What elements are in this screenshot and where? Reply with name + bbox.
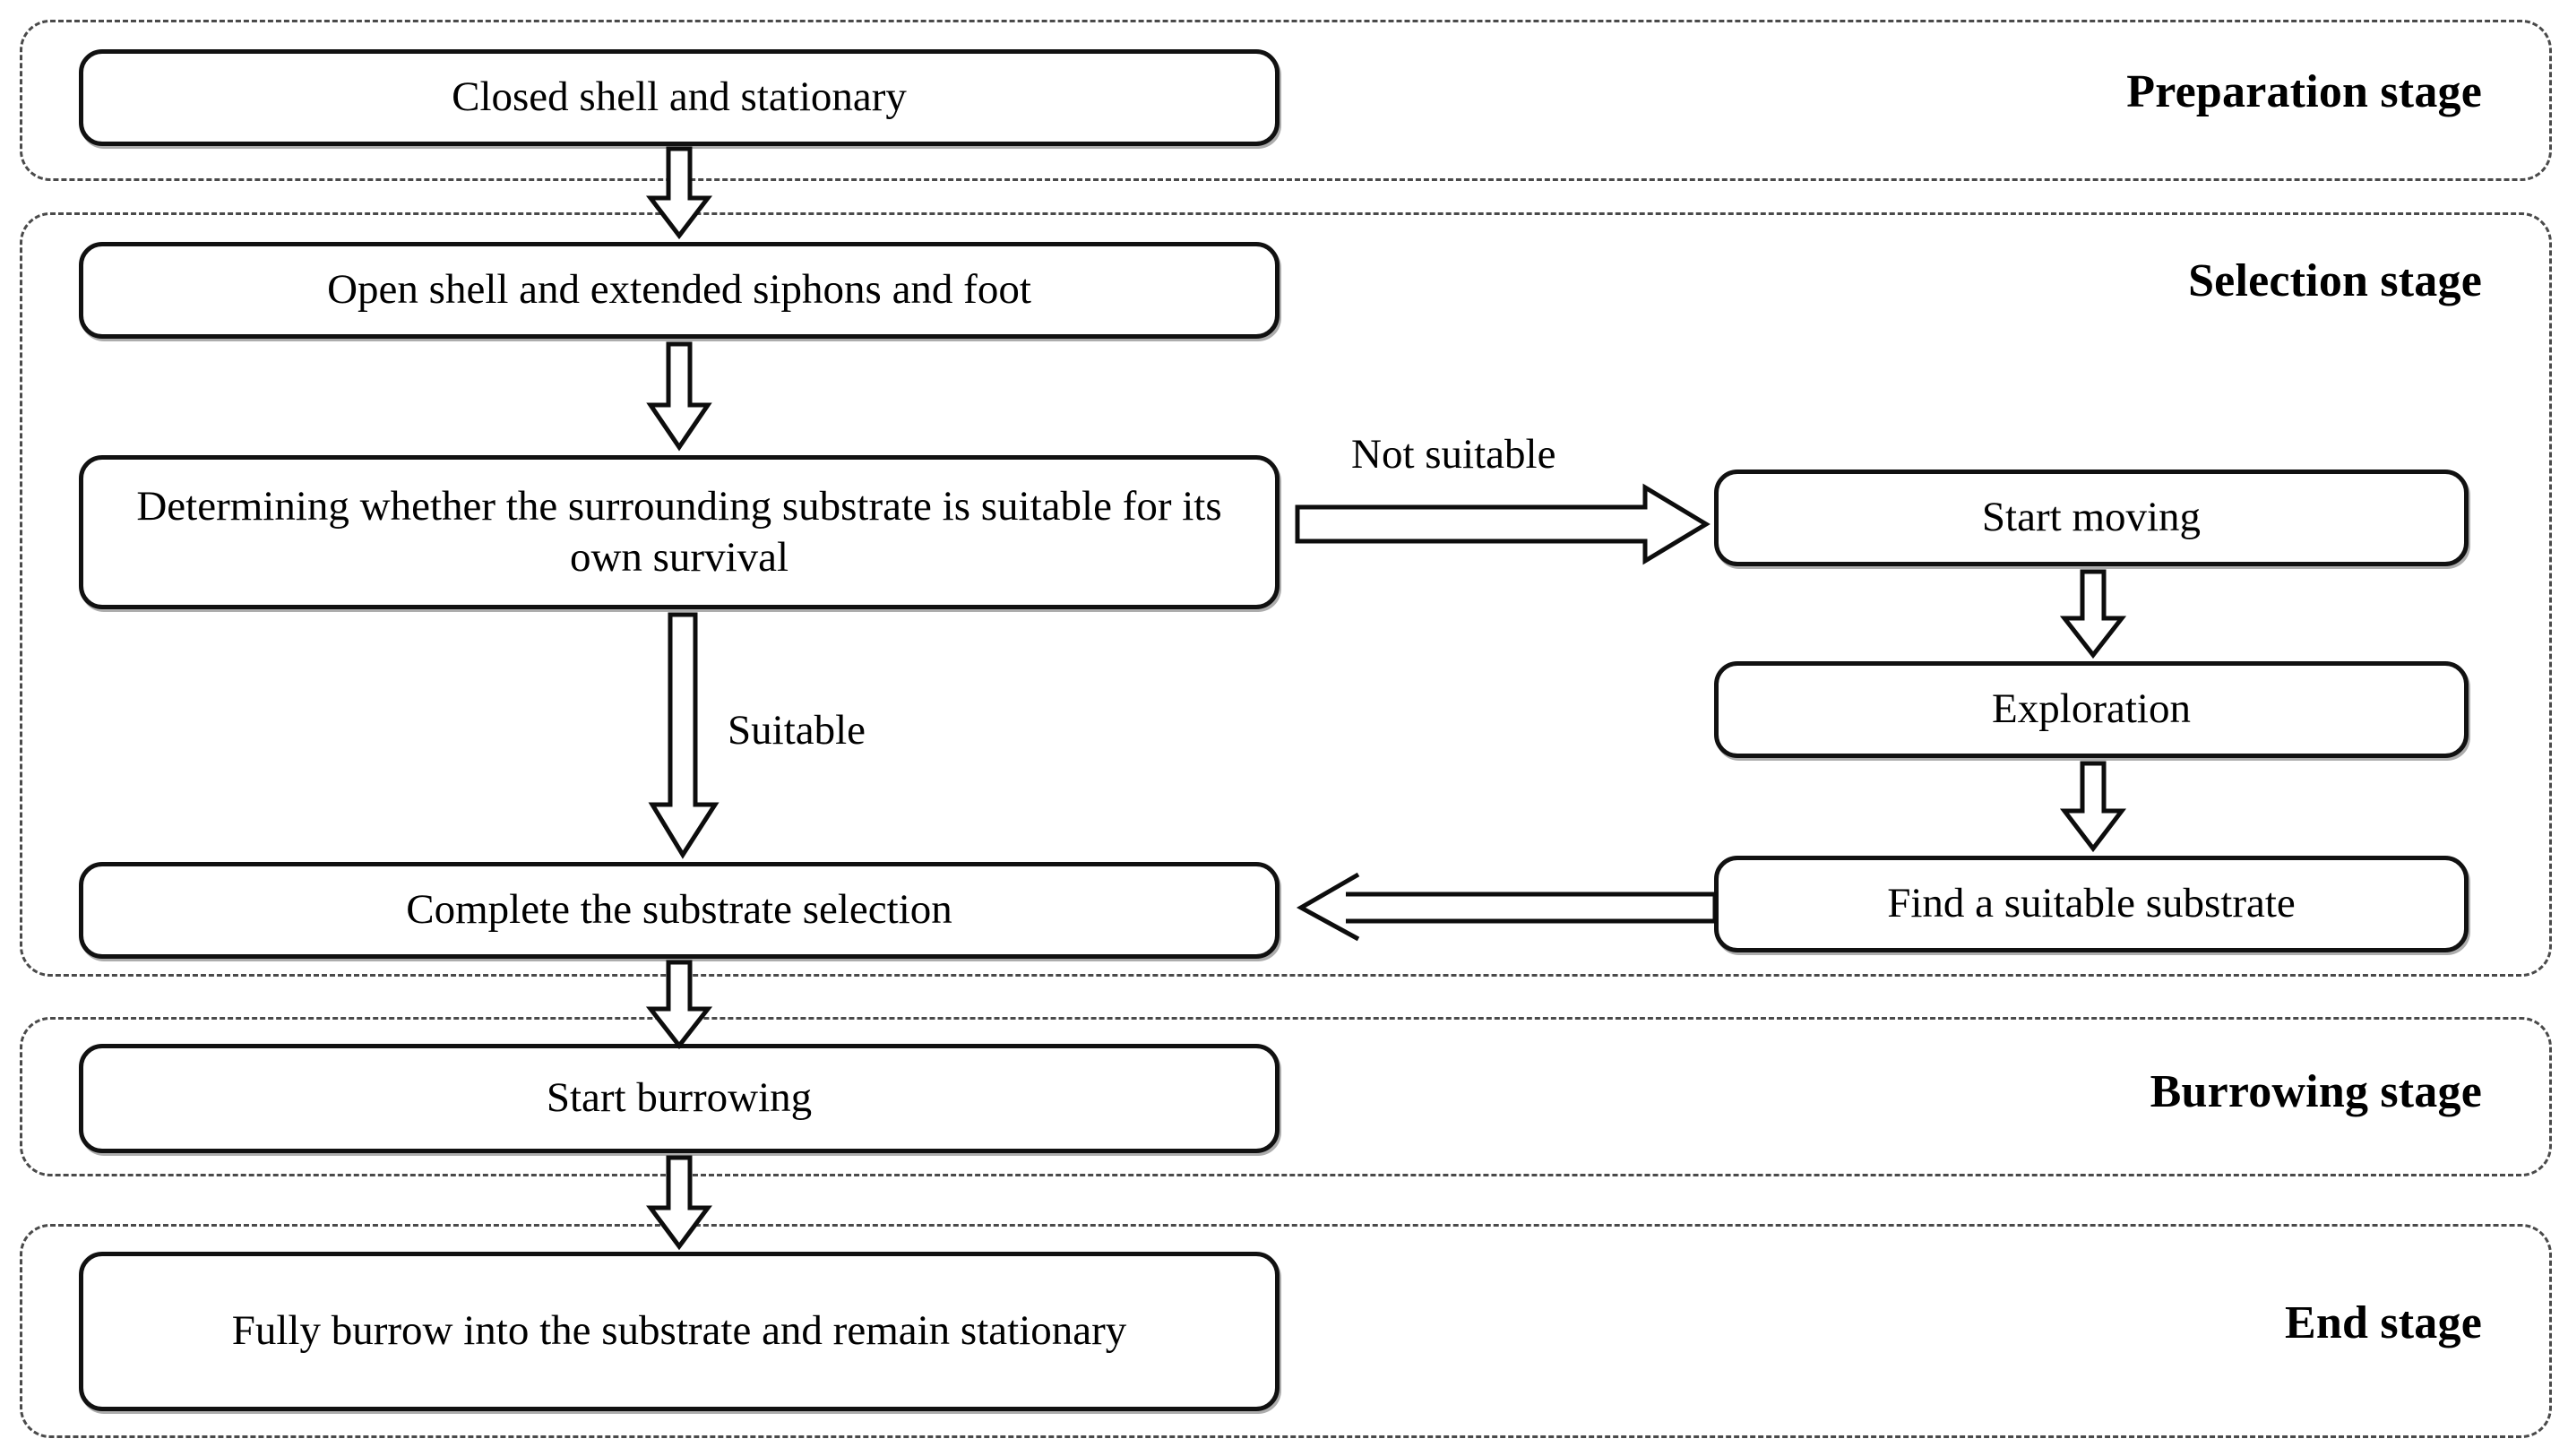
node-complete-selection[interactable]: Complete the substrate selection xyxy=(79,862,1280,959)
stage-label-preparation: Preparation stage xyxy=(2126,66,2482,117)
node-label: Determining whether the surrounding subs… xyxy=(136,482,1222,581)
arrow-left-find-substrate-to-complete xyxy=(1294,869,1718,942)
arrow-down-determine-to-complete xyxy=(648,612,720,859)
stage-label-selection: Selection stage xyxy=(2188,255,2482,306)
arrow-right-determine-to-start-moving xyxy=(1295,482,1711,568)
node-label: Closed shell and stationary xyxy=(452,73,907,121)
arrow-down-closed-shell-to-open-shell xyxy=(643,146,715,240)
node-label: Fully burrow into the substrate and rema… xyxy=(231,1307,1127,1355)
stage-container-burrowing xyxy=(20,1017,2552,1176)
node-exploration[interactable]: Exploration xyxy=(1714,661,2469,758)
node-start-moving[interactable]: Start moving xyxy=(1714,470,2469,566)
node-label: Find a suitable substrate xyxy=(1887,880,2296,927)
node-label: Open shell and extended siphons and foot xyxy=(327,266,1031,314)
stage-label-end: End stage xyxy=(2285,1297,2482,1348)
stage-container-selection xyxy=(20,212,2552,977)
arrow-down-exploration-to-find-substrate xyxy=(2057,761,2129,853)
node-fully-burrow[interactable]: Fully burrow into the substrate and rema… xyxy=(79,1252,1280,1411)
stage-label-burrowing: Burrowing stage xyxy=(2150,1066,2482,1117)
stage-container-end xyxy=(20,1224,2552,1438)
node-label: Start burrowing xyxy=(546,1074,813,1122)
node-find-substrate[interactable]: Find a suitable substrate xyxy=(1714,856,2469,952)
arrow-down-complete-to-start-burrowing xyxy=(643,960,715,1050)
stage-container-preparation xyxy=(20,20,2552,181)
edge-label-suitable: Suitable xyxy=(728,707,866,754)
arrow-down-open-shell-to-determine xyxy=(643,341,715,452)
edge-label-not-suitable: Not suitable xyxy=(1351,431,1556,478)
node-label: Complete the substrate selection xyxy=(406,886,952,934)
node-start-burrowing[interactable]: Start burrowing xyxy=(79,1044,1280,1153)
node-label: Exploration xyxy=(1992,685,2191,733)
node-determine-substrate[interactable]: Determining whether the surrounding subs… xyxy=(79,455,1280,609)
arrow-down-start-burrowing-to-fully-burrow xyxy=(643,1155,715,1251)
arrow-down-start-moving-to-exploration xyxy=(2057,569,2129,659)
node-open-shell[interactable]: Open shell and extended siphons and foot xyxy=(79,242,1280,339)
node-closed-shell[interactable]: Closed shell and stationary xyxy=(79,49,1280,146)
node-label: Start moving xyxy=(1981,494,2202,541)
